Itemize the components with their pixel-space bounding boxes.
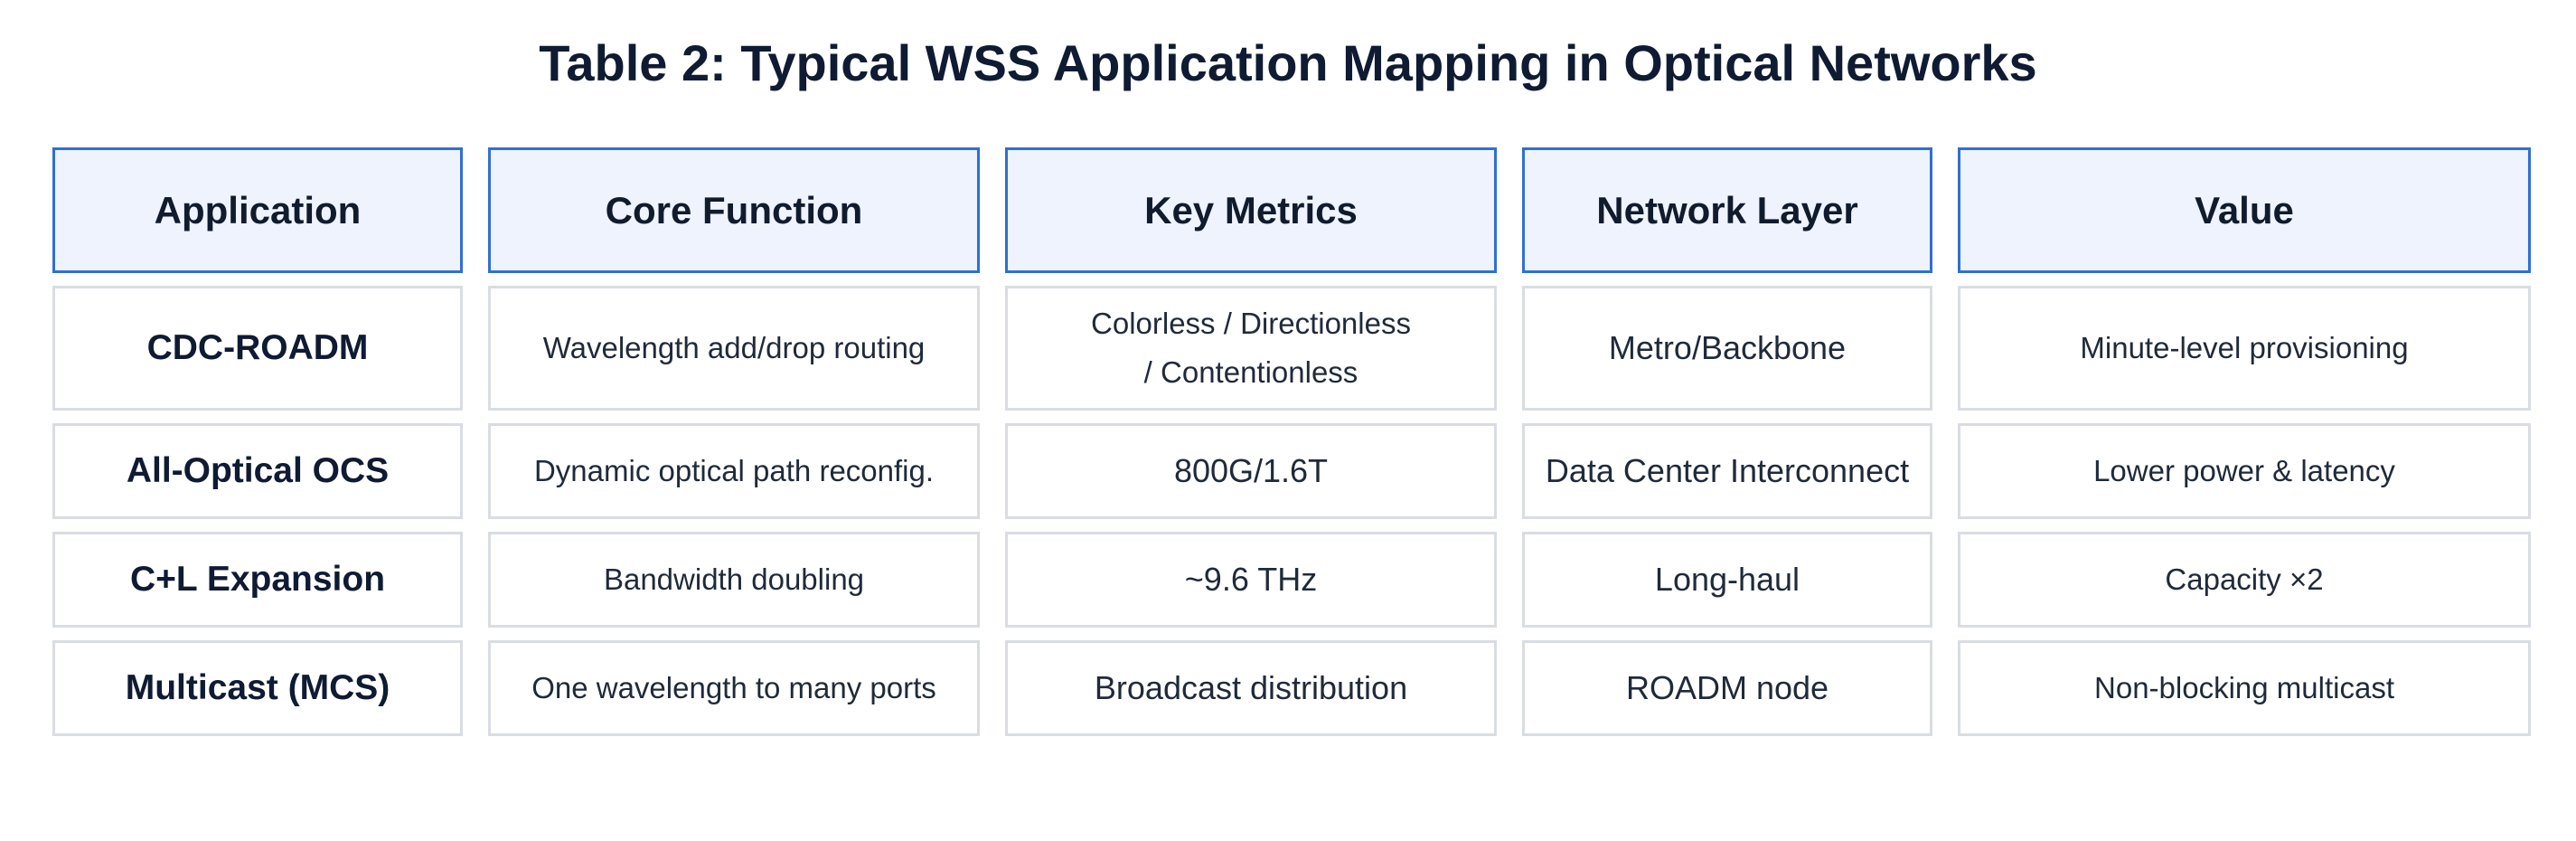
cell-text: Data Center Interconnect [1545, 452, 1910, 489]
cell-core-function: One wavelength to many ports [488, 640, 980, 736]
header-label: Core Function [605, 188, 863, 232]
wss-application-table: Application Core Function Key Metrics Ne… [52, 147, 2531, 736]
cell-text: Broadcast distribution [1094, 669, 1408, 706]
cell-core-function: Wavelength add/drop routing [488, 286, 980, 411]
cell-text: Long-haul [1654, 561, 1800, 598]
cell-value: Non-blocking multicast [1958, 640, 2531, 736]
cell-key-metrics: Broadcast distribution [1005, 640, 1497, 736]
cell-network-layer: ROADM node [1522, 640, 1932, 736]
cell-text: All-Optical OCS [126, 451, 390, 490]
cell-application: C+L Expansion [52, 532, 463, 628]
cell-text: C+L Expansion [129, 560, 386, 599]
cell-application: All-Optical OCS [52, 423, 463, 519]
header-label: Value [2195, 188, 2294, 232]
cell-text: CDC-ROADM [146, 328, 369, 367]
cell-network-layer: Long-haul [1522, 532, 1932, 628]
cell-text: Metro/Backbone [1608, 329, 1847, 366]
cell-text: Colorless / Directionless / Contentionle… [1091, 307, 1411, 389]
cell-value: Lower power & latency [1958, 423, 2531, 519]
header-core-function: Core Function [488, 147, 980, 273]
cell-core-function: Dynamic optical path reconfig. [488, 423, 980, 519]
cell-text: ROADM node [1625, 669, 1829, 706]
cell-text: Capacity ×2 [2165, 562, 2324, 596]
header-label: Network Layer [1596, 188, 1858, 232]
header-label: Application [154, 188, 362, 232]
cell-key-metrics: Colorless / Directionless / Contentionle… [1005, 286, 1497, 411]
header-network-layer: Network Layer [1522, 147, 1932, 273]
cell-text: Lower power & latency [2093, 454, 2395, 487]
table-title: Table 2: Typical WSS Application Mapping… [539, 34, 2037, 91]
cell-value: Minute-level provisioning [1958, 286, 2531, 411]
header-label: Key Metrics [1144, 188, 1358, 232]
cell-application: Multicast (MCS) [52, 640, 463, 736]
header-value: Value [1958, 147, 2531, 273]
cell-network-layer: Data Center Interconnect [1522, 423, 1932, 519]
cell-text: Minute-level provisioning [2080, 331, 2409, 364]
cell-text: Bandwidth doubling [603, 562, 865, 596]
header-application: Application [52, 147, 463, 273]
cell-text: Multicast (MCS) [125, 668, 390, 707]
cell-text: One wavelength to many ports [531, 671, 936, 704]
cell-key-metrics: ~9.6 THz [1005, 532, 1497, 628]
cell-core-function: Bandwidth doubling [488, 532, 980, 628]
cell-text: Dynamic optical path reconfig. [533, 454, 935, 487]
cell-network-layer: Metro/Backbone [1522, 286, 1932, 411]
cell-application: CDC-ROADM [52, 286, 463, 411]
cell-key-metrics: 800G/1.6T [1005, 423, 1497, 519]
cell-text: Non-blocking multicast [2094, 671, 2394, 704]
cell-text: 800G/1.6T [1173, 452, 1329, 489]
cell-text: Wavelength add/drop routing [542, 331, 926, 364]
header-key-metrics: Key Metrics [1005, 147, 1497, 273]
cell-value: Capacity ×2 [1958, 532, 2531, 628]
cell-text: ~9.6 THz [1184, 561, 1318, 598]
